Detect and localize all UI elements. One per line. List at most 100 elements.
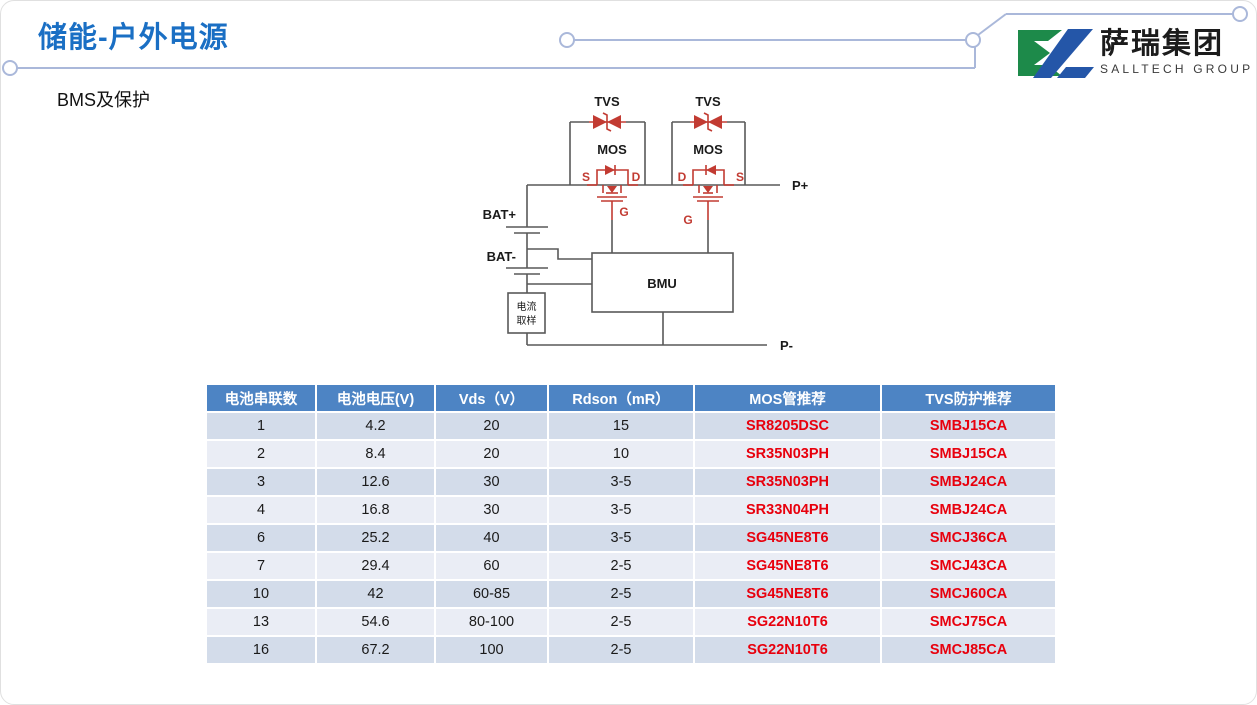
cell-rdson: 3-5	[549, 497, 693, 523]
cell-rdson: 2-5	[549, 581, 693, 607]
cell-tvs-part: SMCJ85CA	[882, 637, 1055, 663]
cell-tvs-part: SMBJ24CA	[882, 469, 1055, 495]
cell-vds: 20	[436, 413, 547, 439]
cell-vds: 40	[436, 525, 547, 551]
gate-label-left: G	[619, 205, 628, 219]
cell-vds: 30	[436, 469, 547, 495]
bat-minus-label: BAT-	[487, 249, 516, 264]
company-logo: 萨瑞集团 SALLTECH GROUP	[1016, 28, 1251, 83]
mos-label-right: MOS	[693, 142, 723, 157]
recommendation-table: 电池串联数 电池电压(V) Vds（V） Rdson（mR） MOS管推荐 TV…	[205, 383, 1057, 665]
col-header-vds: Vds（V）	[436, 385, 547, 411]
table-row: 13 54.6 80-100 2-5 SG22N10T6 SMCJ75CA	[207, 609, 1055, 635]
cell-series-count: 13	[207, 609, 315, 635]
battery-branch	[506, 185, 592, 345]
cell-mos-part: SG45NE8T6	[695, 525, 880, 551]
cell-vds: 100	[436, 637, 547, 663]
tvs-symbol-left	[589, 112, 626, 132]
cell-vds: 60	[436, 553, 547, 579]
cell-rdson: 3-5	[549, 525, 693, 551]
cell-tvs-part: SMBJ24CA	[882, 497, 1055, 523]
cell-series-count: 1	[207, 413, 315, 439]
table-row: 4 16.8 30 3-5 SR33N04PH SMBJ24CA	[207, 497, 1055, 523]
cell-voltage: 4.2	[317, 413, 434, 439]
cell-mos-part: SR35N03PH	[695, 469, 880, 495]
cell-voltage: 67.2	[317, 637, 434, 663]
cell-voltage: 8.4	[317, 441, 434, 467]
p-minus-label: P-	[780, 338, 793, 353]
cell-series-count: 16	[207, 637, 315, 663]
cell-series-count: 2	[207, 441, 315, 467]
cell-series-count: 4	[207, 497, 315, 523]
cell-tvs-part: SMBJ15CA	[882, 441, 1055, 467]
table-row: 6 25.2 40 3-5 SG45NE8T6 SMCJ36CA	[207, 525, 1055, 551]
cell-voltage: 12.6	[317, 469, 434, 495]
table-row: 7 29.4 60 2-5 SG45NE8T6 SMCJ43CA	[207, 553, 1055, 579]
col-header-tvs-recommend: TVS防护推荐	[882, 385, 1055, 411]
cell-series-count: 7	[207, 553, 315, 579]
cell-tvs-part: SMBJ15CA	[882, 413, 1055, 439]
table-row: 1 4.2 20 15 SR8205DSC SMBJ15CA	[207, 413, 1055, 439]
cell-rdson: 2-5	[549, 553, 693, 579]
mos-label-left: MOS	[597, 142, 627, 157]
p-plus-label: P+	[792, 178, 809, 193]
col-header-mos-recommend: MOS管推荐	[695, 385, 880, 411]
logo-mark-icon	[1018, 29, 1094, 78]
cell-vds: 20	[436, 441, 547, 467]
current-sample-label-line1: 电流	[517, 300, 537, 313]
bmu-label: BMU	[647, 276, 677, 291]
cell-tvs-part: SMCJ43CA	[882, 553, 1055, 579]
cell-rdson: 2-5	[549, 609, 693, 635]
cell-rdson: 2-5	[549, 637, 693, 663]
tvs-label-left: TVS	[594, 94, 620, 109]
mosfet-symbol-right	[683, 165, 734, 220]
cell-mos-part: SR8205DSC	[695, 413, 880, 439]
tvs-loop-right	[671, 121, 746, 185]
mosfet-symbol-left	[587, 165, 638, 220]
cell-mos-part: SG22N10T6	[695, 609, 880, 635]
cell-mos-part: SR35N03PH	[695, 441, 880, 467]
cell-rdson: 15	[549, 413, 693, 439]
tvs-label-right: TVS	[695, 94, 721, 109]
cell-vds: 80-100	[436, 609, 547, 635]
cell-mos-part: SG45NE8T6	[695, 581, 880, 607]
cell-series-count: 6	[207, 525, 315, 551]
cell-series-count: 3	[207, 469, 315, 495]
gate-label-right: G	[683, 213, 692, 227]
cell-vds: 30	[436, 497, 547, 523]
bat-plus-label: BAT+	[483, 207, 517, 222]
cell-voltage: 42	[317, 581, 434, 607]
cell-mos-part: SG22N10T6	[695, 637, 880, 663]
cell-rdson: 10	[549, 441, 693, 467]
decor-lines	[2, 6, 1248, 76]
tvs-loop-left	[569, 121, 646, 185]
table-row: 10 42 60-85 2-5 SG45NE8T6 SMCJ60CA	[207, 581, 1055, 607]
cell-voltage: 25.2	[317, 525, 434, 551]
cell-voltage: 16.8	[317, 497, 434, 523]
logo-text: 萨瑞集团 SALLTECH GROUP	[1100, 28, 1253, 76]
cell-tvs-part: SMCJ75CA	[882, 609, 1055, 635]
drain-label-left: D	[632, 170, 641, 184]
cell-mos-part: SG45NE8T6	[695, 553, 880, 579]
cell-tvs-part: SMCJ60CA	[882, 581, 1055, 607]
col-header-battery-voltage: 电池电压(V)	[317, 385, 434, 411]
cell-voltage: 29.4	[317, 553, 434, 579]
cell-tvs-part: SMCJ36CA	[882, 525, 1055, 551]
source-label-left: S	[582, 170, 590, 184]
current-sample-label-line2: 取样	[517, 314, 537, 327]
page-title: 储能-户外电源	[38, 22, 229, 54]
table-row: 2 8.4 20 10 SR35N03PH SMBJ15CA	[207, 441, 1055, 467]
logo-company-name-cn: 萨瑞集团	[1100, 28, 1225, 60]
drain-label-right: D	[678, 170, 687, 184]
col-header-series-count: 电池串联数	[207, 385, 315, 411]
table-header-row: 电池串联数 电池电压(V) Vds（V） Rdson（mR） MOS管推荐 TV…	[207, 385, 1055, 411]
table-row: 3 12.6 30 3-5 SR35N03PH SMBJ24CA	[207, 469, 1055, 495]
cell-rdson: 3-5	[549, 469, 693, 495]
cell-mos-part: SR33N04PH	[695, 497, 880, 523]
cell-vds: 60-85	[436, 581, 547, 607]
col-header-rdson: Rdson（mR）	[549, 385, 693, 411]
tvs-symbol-right	[690, 112, 727, 132]
cell-series-count: 10	[207, 581, 315, 607]
bms-circuit-diagram: TVS TVS MOS MOS	[483, 94, 809, 353]
